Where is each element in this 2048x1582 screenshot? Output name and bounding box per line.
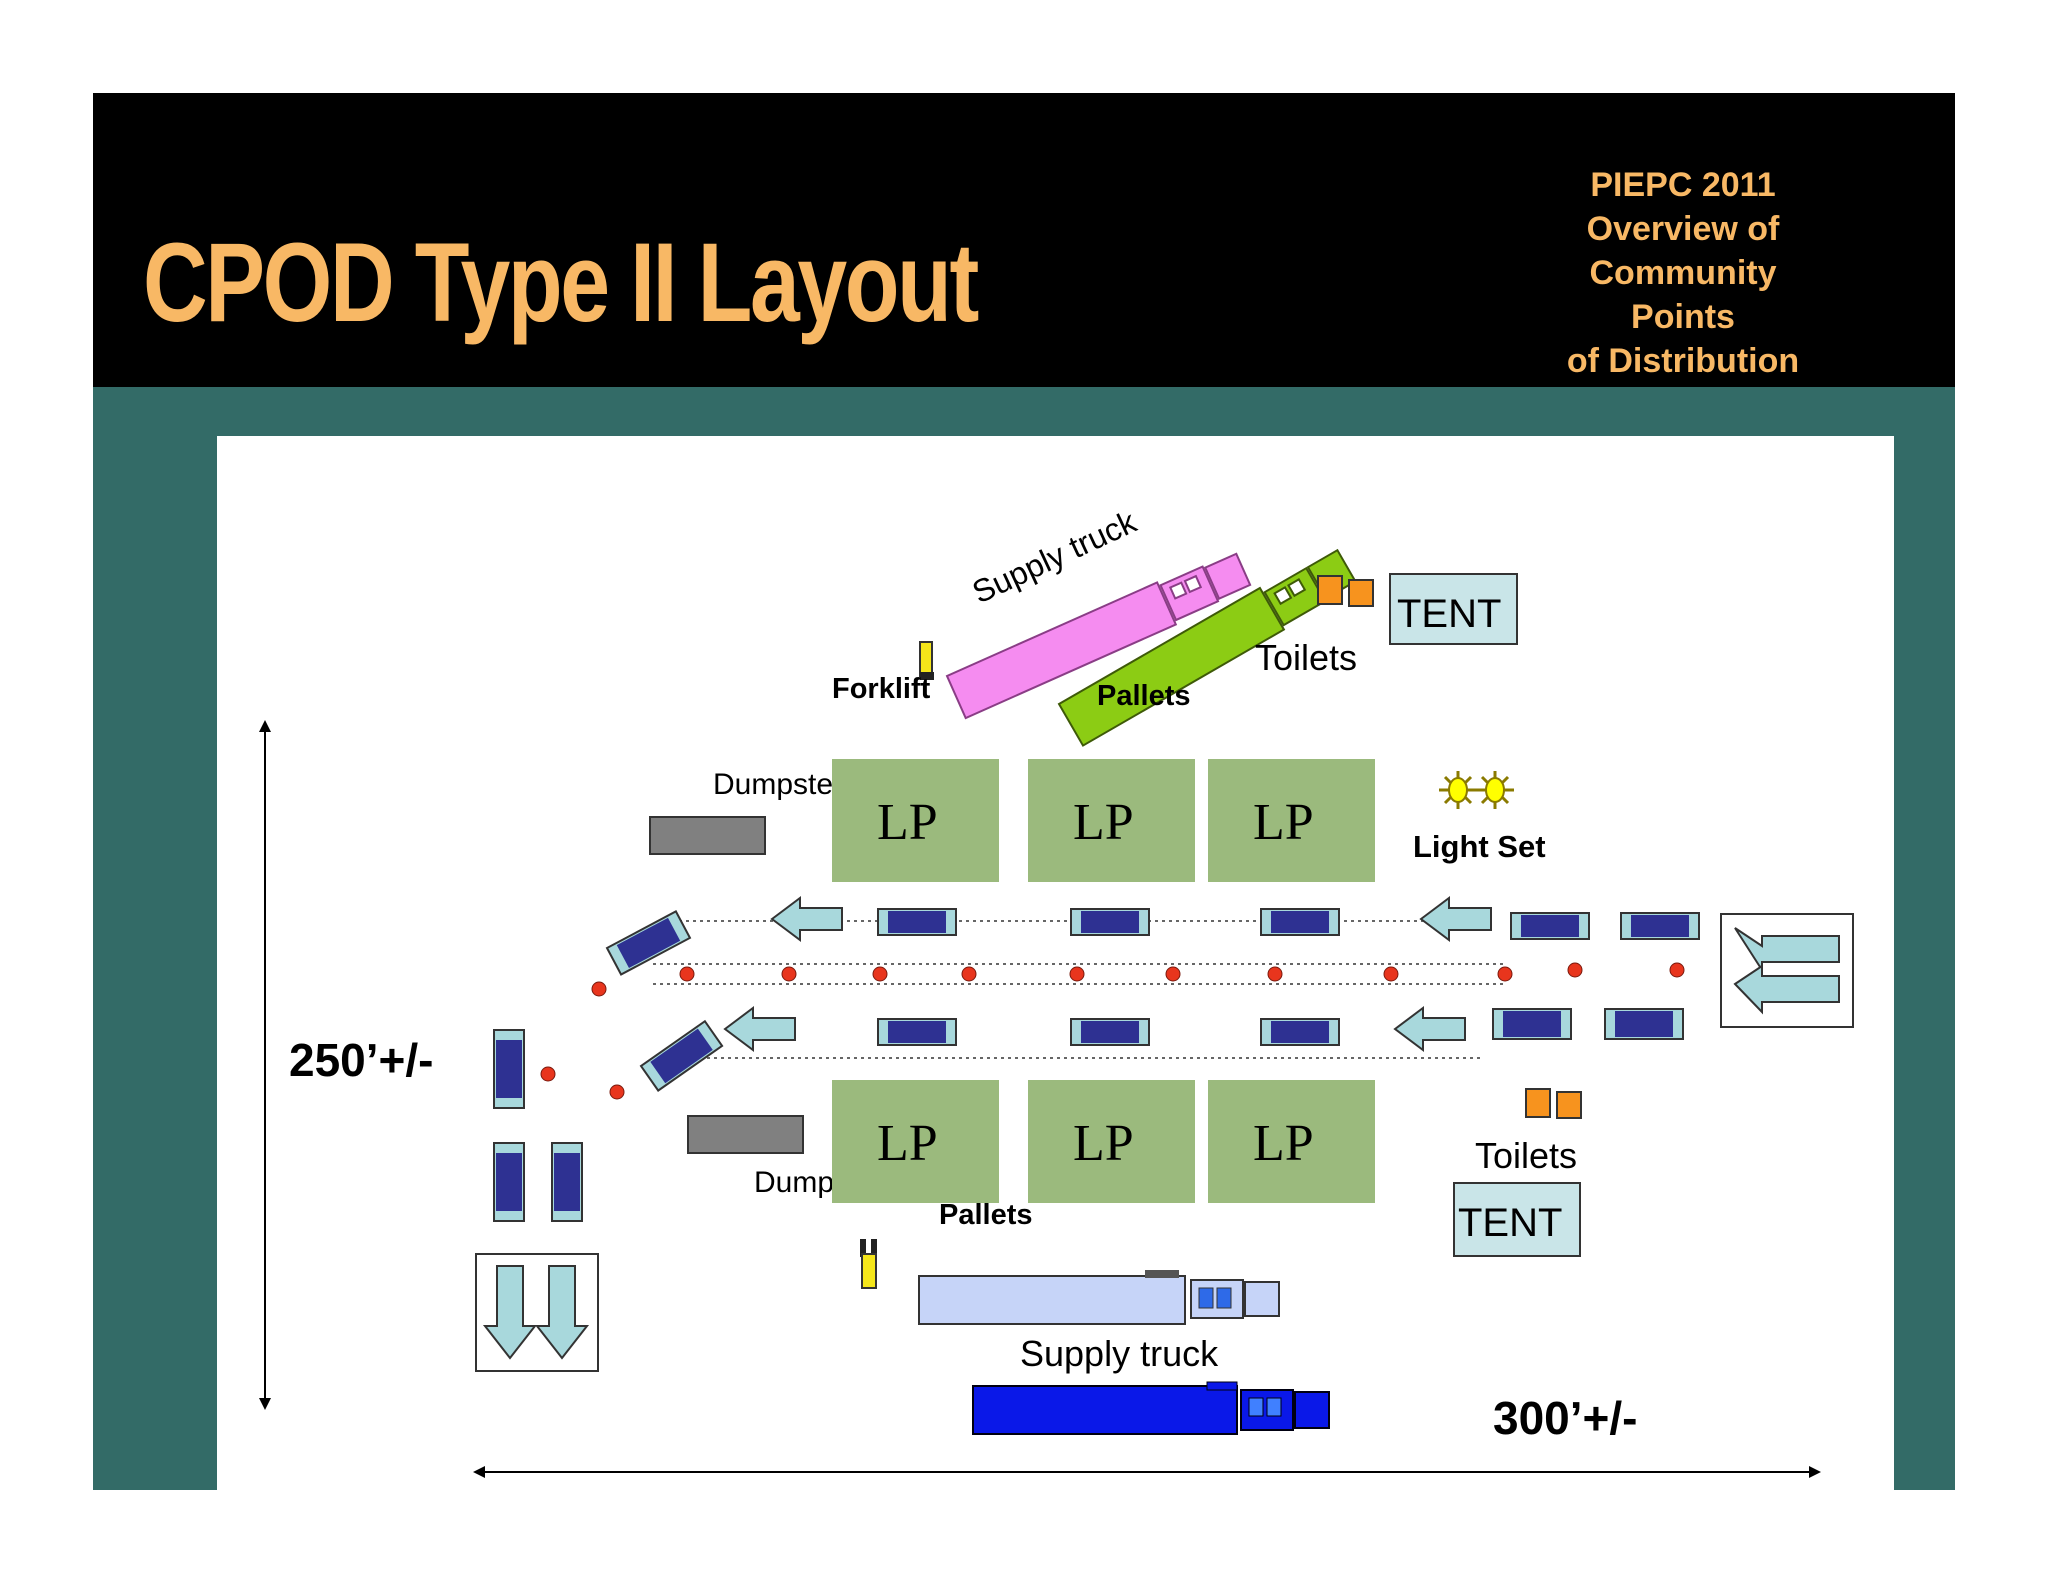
subtitle-line: of Distribution [1566,342,1800,380]
loading-point-label: LP [1253,794,1314,851]
loading-point-box [832,759,999,882]
vehicle-exiting [605,910,692,976]
toilet-icon [1556,1091,1582,1119]
forklift-icon [860,1239,877,1289]
supply-truck-blue [972,1381,1330,1435]
entrance-icon [1720,913,1854,1028]
subtitle-line: PIEPC 2011 [1590,166,1776,204]
vehicle-row-bottom [877,1008,1684,1046]
dumpster [649,816,766,855]
toilet-icon [1348,579,1374,607]
light-set-icon [1439,771,1514,809]
slide-header: CPOD Type II Layout PIEPC 2011 Overview … [93,93,1955,387]
subtitle-line: Community Points [1589,254,1777,336]
slide: CPOD Type II Layout PIEPC 2011 Overview … [93,93,1955,1490]
layout-diagram: Supply truck Forklift Pallets Toilets TE… [217,436,1894,1490]
slide-subtitle: PIEPC 2011 Overview of Community Points … [1533,163,1833,383]
loading-point-box [1028,759,1195,882]
vehicle-row-top [877,908,1700,940]
supply-truck-lightblue [918,1270,1280,1325]
tent-top-label: TENT [1397,592,1501,636]
tent-bottom-label: TENT [1458,1201,1562,1245]
toilet-icon [1525,1088,1551,1118]
loading-point-label: LP [1073,1115,1134,1172]
loading-point-label: LP [877,1115,938,1172]
layout-diagram-svg: Supply truck Forklift Pallets Toilets TE… [259,503,1854,1478]
traffic-cones [540,962,1685,1100]
dimension-horizontal-label: 300’+/- [1493,1392,1638,1444]
loading-point-label: LP [1253,1115,1314,1172]
loading-point-label: LP [1073,794,1134,851]
light-set-label: Light Set [1413,829,1546,864]
pallets-bottom-label: Pallets [939,1199,1033,1231]
vehicle-exit-queue [493,1029,583,1222]
slide-title: CPOD Type II Layout [143,220,979,345]
dumpster [687,1115,804,1154]
loading-point-box [1028,1080,1195,1203]
forklift-icon [919,641,934,680]
pallets-top-label: Pallets [1097,680,1191,712]
vehicle-exiting [639,1019,724,1092]
tent-bottom [1453,1182,1581,1257]
toilet-icon [1317,575,1343,605]
loading-point-label: LP [877,794,938,851]
tent-top [1389,573,1518,645]
loading-point-box [832,1080,999,1203]
forklift-label: Forklift [832,673,931,705]
supply-truck-top-label: Supply truck [967,503,1143,610]
supply-truck-bottom-label: Supply truck [1020,1333,1219,1374]
toilets-bottom-label: Toilets [1475,1135,1577,1176]
dimension-vertical-label: 250’+/- [289,1034,434,1086]
loading-point-box [1208,759,1375,882]
toilets-top-label: Toilets [1255,637,1357,678]
loading-point-box [1208,1080,1375,1203]
supply-truck-pink [945,552,1252,720]
subtitle-line: Overview of [1586,210,1780,248]
lane-arrow-icon [723,896,1492,1052]
exit-icon [475,1253,599,1372]
